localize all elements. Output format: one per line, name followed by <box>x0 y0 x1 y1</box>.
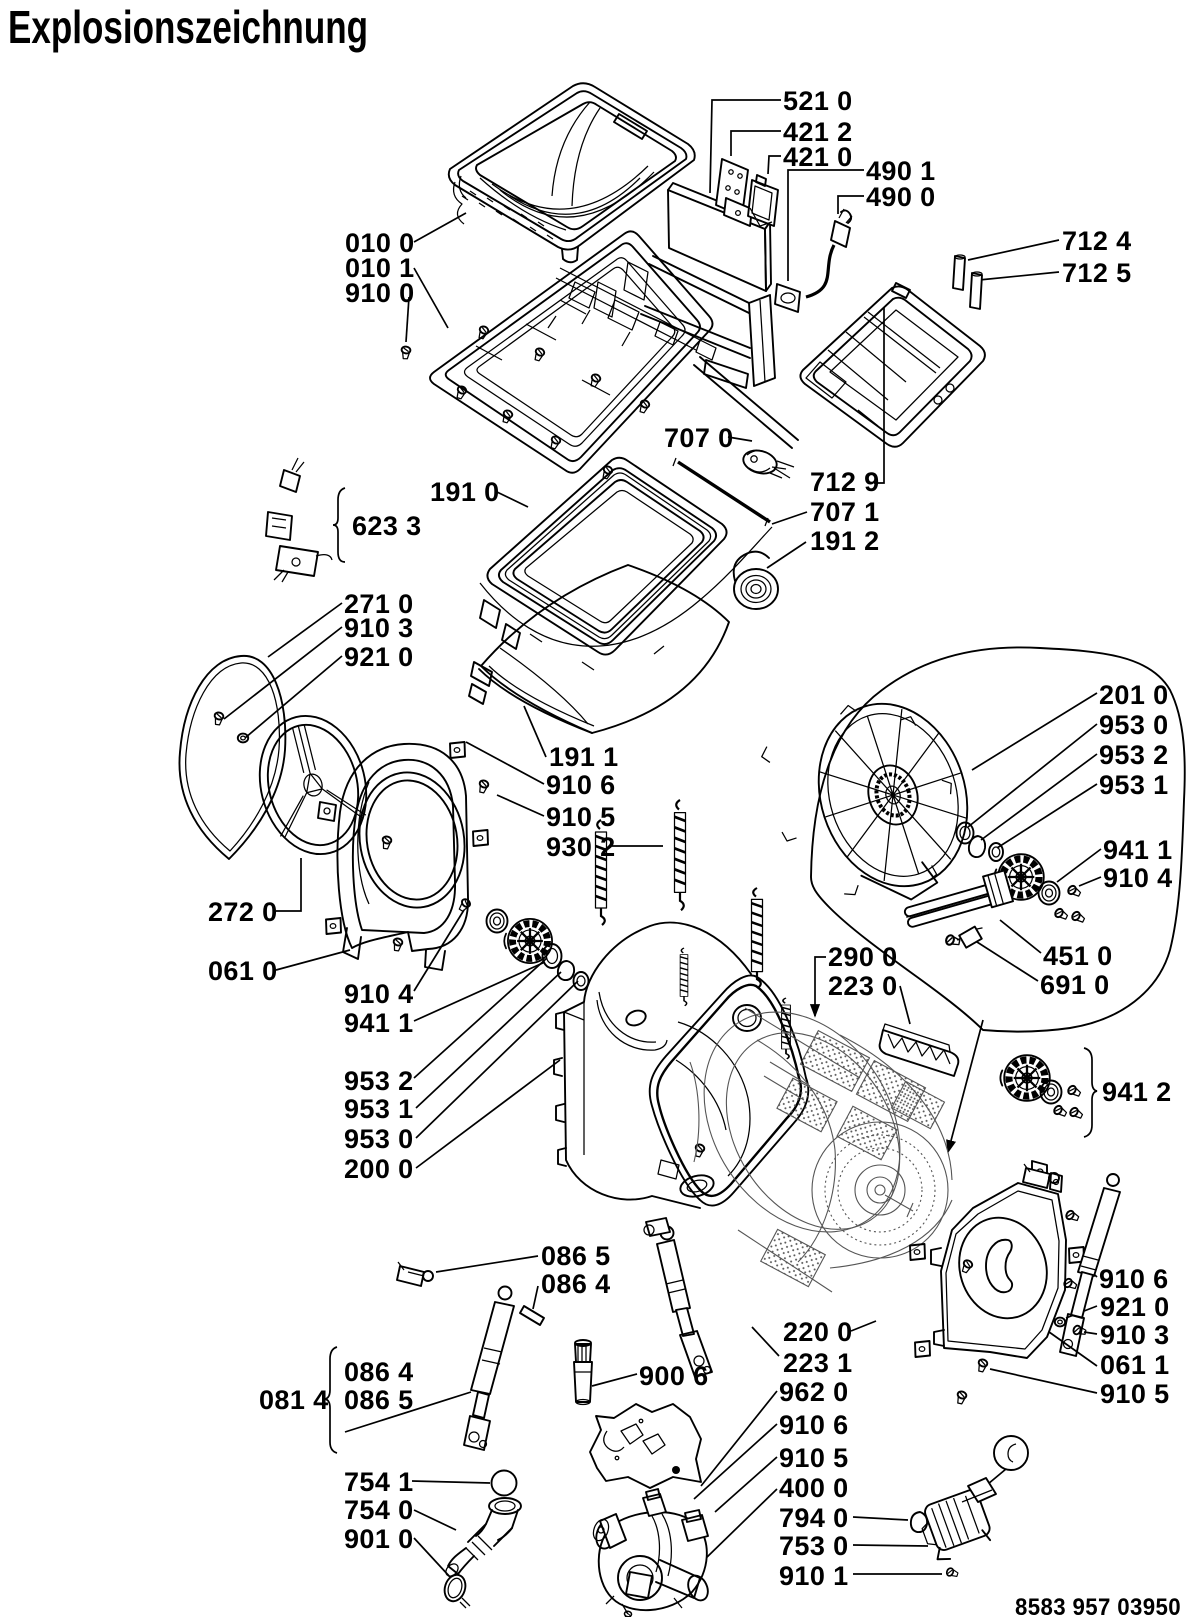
svg-text:201 0: 201 0 <box>1099 680 1169 710</box>
svg-text:200 0: 200 0 <box>344 1154 414 1184</box>
svg-text:061 1: 061 1 <box>1100 1350 1170 1380</box>
svg-text:223 0: 223 0 <box>828 971 898 1001</box>
svg-text:910 6: 910 6 <box>779 1410 849 1440</box>
svg-text:930 2: 930 2 <box>546 832 616 862</box>
svg-text:086 4: 086 4 <box>344 1357 414 1387</box>
svg-text:490 0: 490 0 <box>866 182 936 212</box>
svg-text:521 0: 521 0 <box>783 86 853 116</box>
svg-text:921 0: 921 0 <box>344 642 414 672</box>
svg-text:753 0: 753 0 <box>779 1531 849 1561</box>
svg-text:712 9: 712 9 <box>810 467 880 497</box>
svg-text:901 0: 901 0 <box>344 1524 414 1554</box>
svg-text:754 1: 754 1 <box>344 1467 414 1497</box>
svg-text:010 1: 010 1 <box>345 253 415 283</box>
svg-text:754 0: 754 0 <box>344 1495 414 1525</box>
svg-text:953 0: 953 0 <box>344 1124 414 1154</box>
svg-text:910 5: 910 5 <box>546 802 616 832</box>
svg-text:086 5: 086 5 <box>541 1241 611 1271</box>
svg-text:086 4: 086 4 <box>541 1269 611 1299</box>
svg-text:191 2: 191 2 <box>810 526 880 556</box>
svg-text:910 1: 910 1 <box>779 1561 849 1591</box>
svg-text:941 1: 941 1 <box>344 1008 414 1038</box>
svg-text:691 0: 691 0 <box>1040 970 1110 1000</box>
svg-text:707 1: 707 1 <box>810 497 880 527</box>
svg-text:910 0: 910 0 <box>345 278 415 308</box>
svg-text:061 0: 061 0 <box>208 956 278 986</box>
svg-text:191 0: 191 0 <box>430 477 500 507</box>
svg-text:953 2: 953 2 <box>344 1066 414 1096</box>
svg-text:400 0: 400 0 <box>779 1473 849 1503</box>
svg-text:271 0: 271 0 <box>344 589 414 619</box>
svg-text:921 0: 921 0 <box>1100 1292 1170 1322</box>
svg-text:Explosionszeichnung: Explosionszeichnung <box>8 1 368 53</box>
svg-text:220 0: 220 0 <box>783 1317 853 1347</box>
svg-text:081 4: 081 4 <box>259 1385 329 1415</box>
svg-text:794 0: 794 0 <box>779 1503 849 1533</box>
svg-text:010 0: 010 0 <box>345 228 415 258</box>
svg-text:712 5: 712 5 <box>1062 258 1132 288</box>
svg-text:910 6: 910 6 <box>1099 1264 1169 1294</box>
svg-text:290 0: 290 0 <box>828 942 898 972</box>
svg-text:962 0: 962 0 <box>779 1377 849 1407</box>
svg-text:910 4: 910 4 <box>344 979 414 1009</box>
svg-text:910 5: 910 5 <box>779 1443 849 1473</box>
svg-text:421 0: 421 0 <box>783 142 853 172</box>
svg-text:953 1: 953 1 <box>1099 770 1169 800</box>
svg-text:451 0: 451 0 <box>1043 941 1113 971</box>
svg-text:941 2: 941 2 <box>1102 1077 1172 1107</box>
svg-text:953 0: 953 0 <box>1099 710 1169 740</box>
svg-text:623 3: 623 3 <box>352 511 422 541</box>
svg-text:953 1: 953 1 <box>344 1094 414 1124</box>
svg-text:421 2: 421 2 <box>783 117 853 147</box>
svg-text:941 1: 941 1 <box>1103 835 1173 865</box>
svg-text:223 1: 223 1 <box>783 1348 853 1378</box>
svg-text:910 3: 910 3 <box>1100 1320 1170 1350</box>
svg-text:272 0: 272 0 <box>208 897 278 927</box>
svg-text:910 3: 910 3 <box>344 613 414 643</box>
svg-text:712 4: 712 4 <box>1062 226 1132 256</box>
svg-text:707 0: 707 0 <box>664 423 734 453</box>
svg-text:910 5: 910 5 <box>1100 1379 1170 1409</box>
svg-text:910 4: 910 4 <box>1103 863 1173 893</box>
svg-text:191 1: 191 1 <box>549 742 619 772</box>
svg-text:086 5: 086 5 <box>344 1385 414 1415</box>
svg-text:910 6: 910 6 <box>546 770 616 800</box>
svg-text:490 1: 490 1 <box>866 156 936 186</box>
svg-text:8583 957 03950: 8583 957 03950 <box>1015 1594 1181 1617</box>
svg-text:953 2: 953 2 <box>1099 740 1169 770</box>
